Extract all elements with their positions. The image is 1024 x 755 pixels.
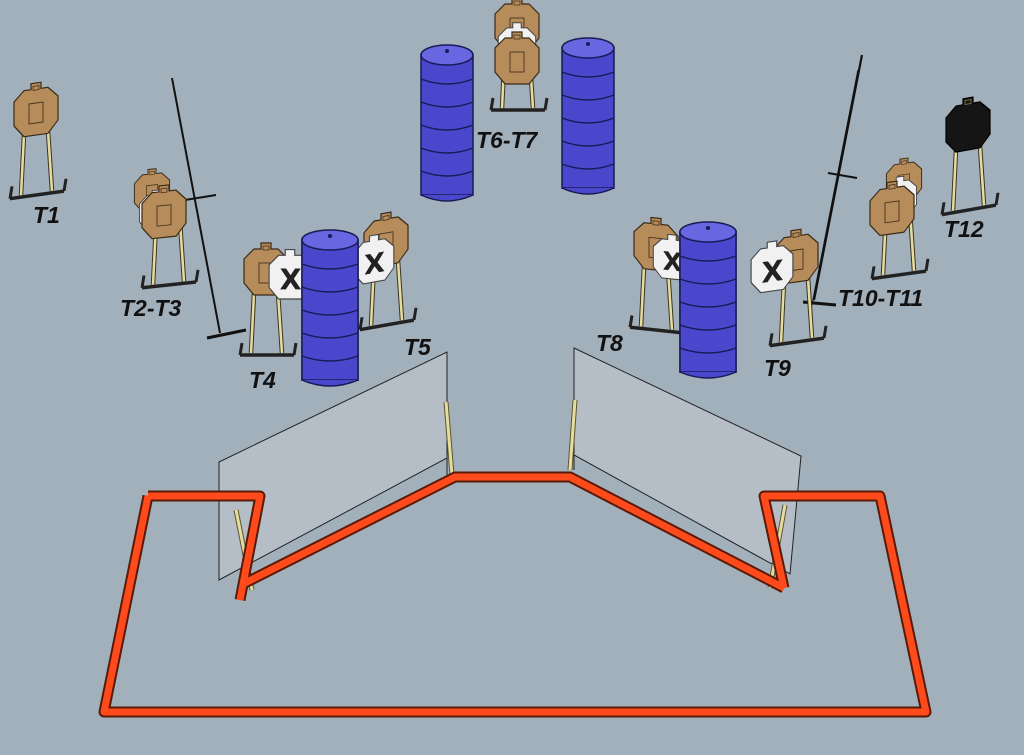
- barrel-icon: [420, 44, 474, 202]
- paper-target-icon: [133, 166, 198, 288]
- barrel-icon: [301, 229, 359, 387]
- no-shoot-target-icon: X: [750, 238, 794, 295]
- label-t12: T12: [944, 216, 984, 242]
- no-shoot-mark: X: [663, 247, 683, 279]
- range-pole-left: [171, 77, 247, 340]
- hardcover-target-icon: [942, 93, 998, 215]
- label-t8: T8: [596, 330, 623, 356]
- label-t4: T4: [249, 367, 276, 393]
- no-shoot-target-icon: X: [353, 231, 395, 287]
- no-shoot-target-icon: X: [268, 249, 312, 300]
- no-shoot-mark: X: [762, 253, 784, 290]
- vision-barrier-right: [567, 347, 802, 589]
- no-shoot-mark: X: [280, 264, 302, 297]
- label-t9: T9: [764, 355, 791, 381]
- vision-barrier-left: [218, 351, 455, 591]
- label-t5: T5: [404, 334, 432, 360]
- label-t2-t3: T2-T3: [120, 295, 182, 321]
- paper-target-icon: [491, 0, 547, 110]
- paper-target-icon: [10, 79, 66, 199]
- fault-line-icon: [98, 471, 932, 718]
- paper-target-icon: [869, 155, 928, 279]
- no-shoot-mark: X: [364, 247, 385, 281]
- label-t1: T1: [33, 202, 60, 228]
- no-shoot-target-icon: X: [652, 232, 692, 282]
- barrel-icon: [561, 37, 615, 195]
- barrel-icon: [679, 221, 737, 379]
- label-t10-t11: T10-T11: [838, 285, 923, 311]
- label-t6-t7: T6-T7: [476, 127, 539, 153]
